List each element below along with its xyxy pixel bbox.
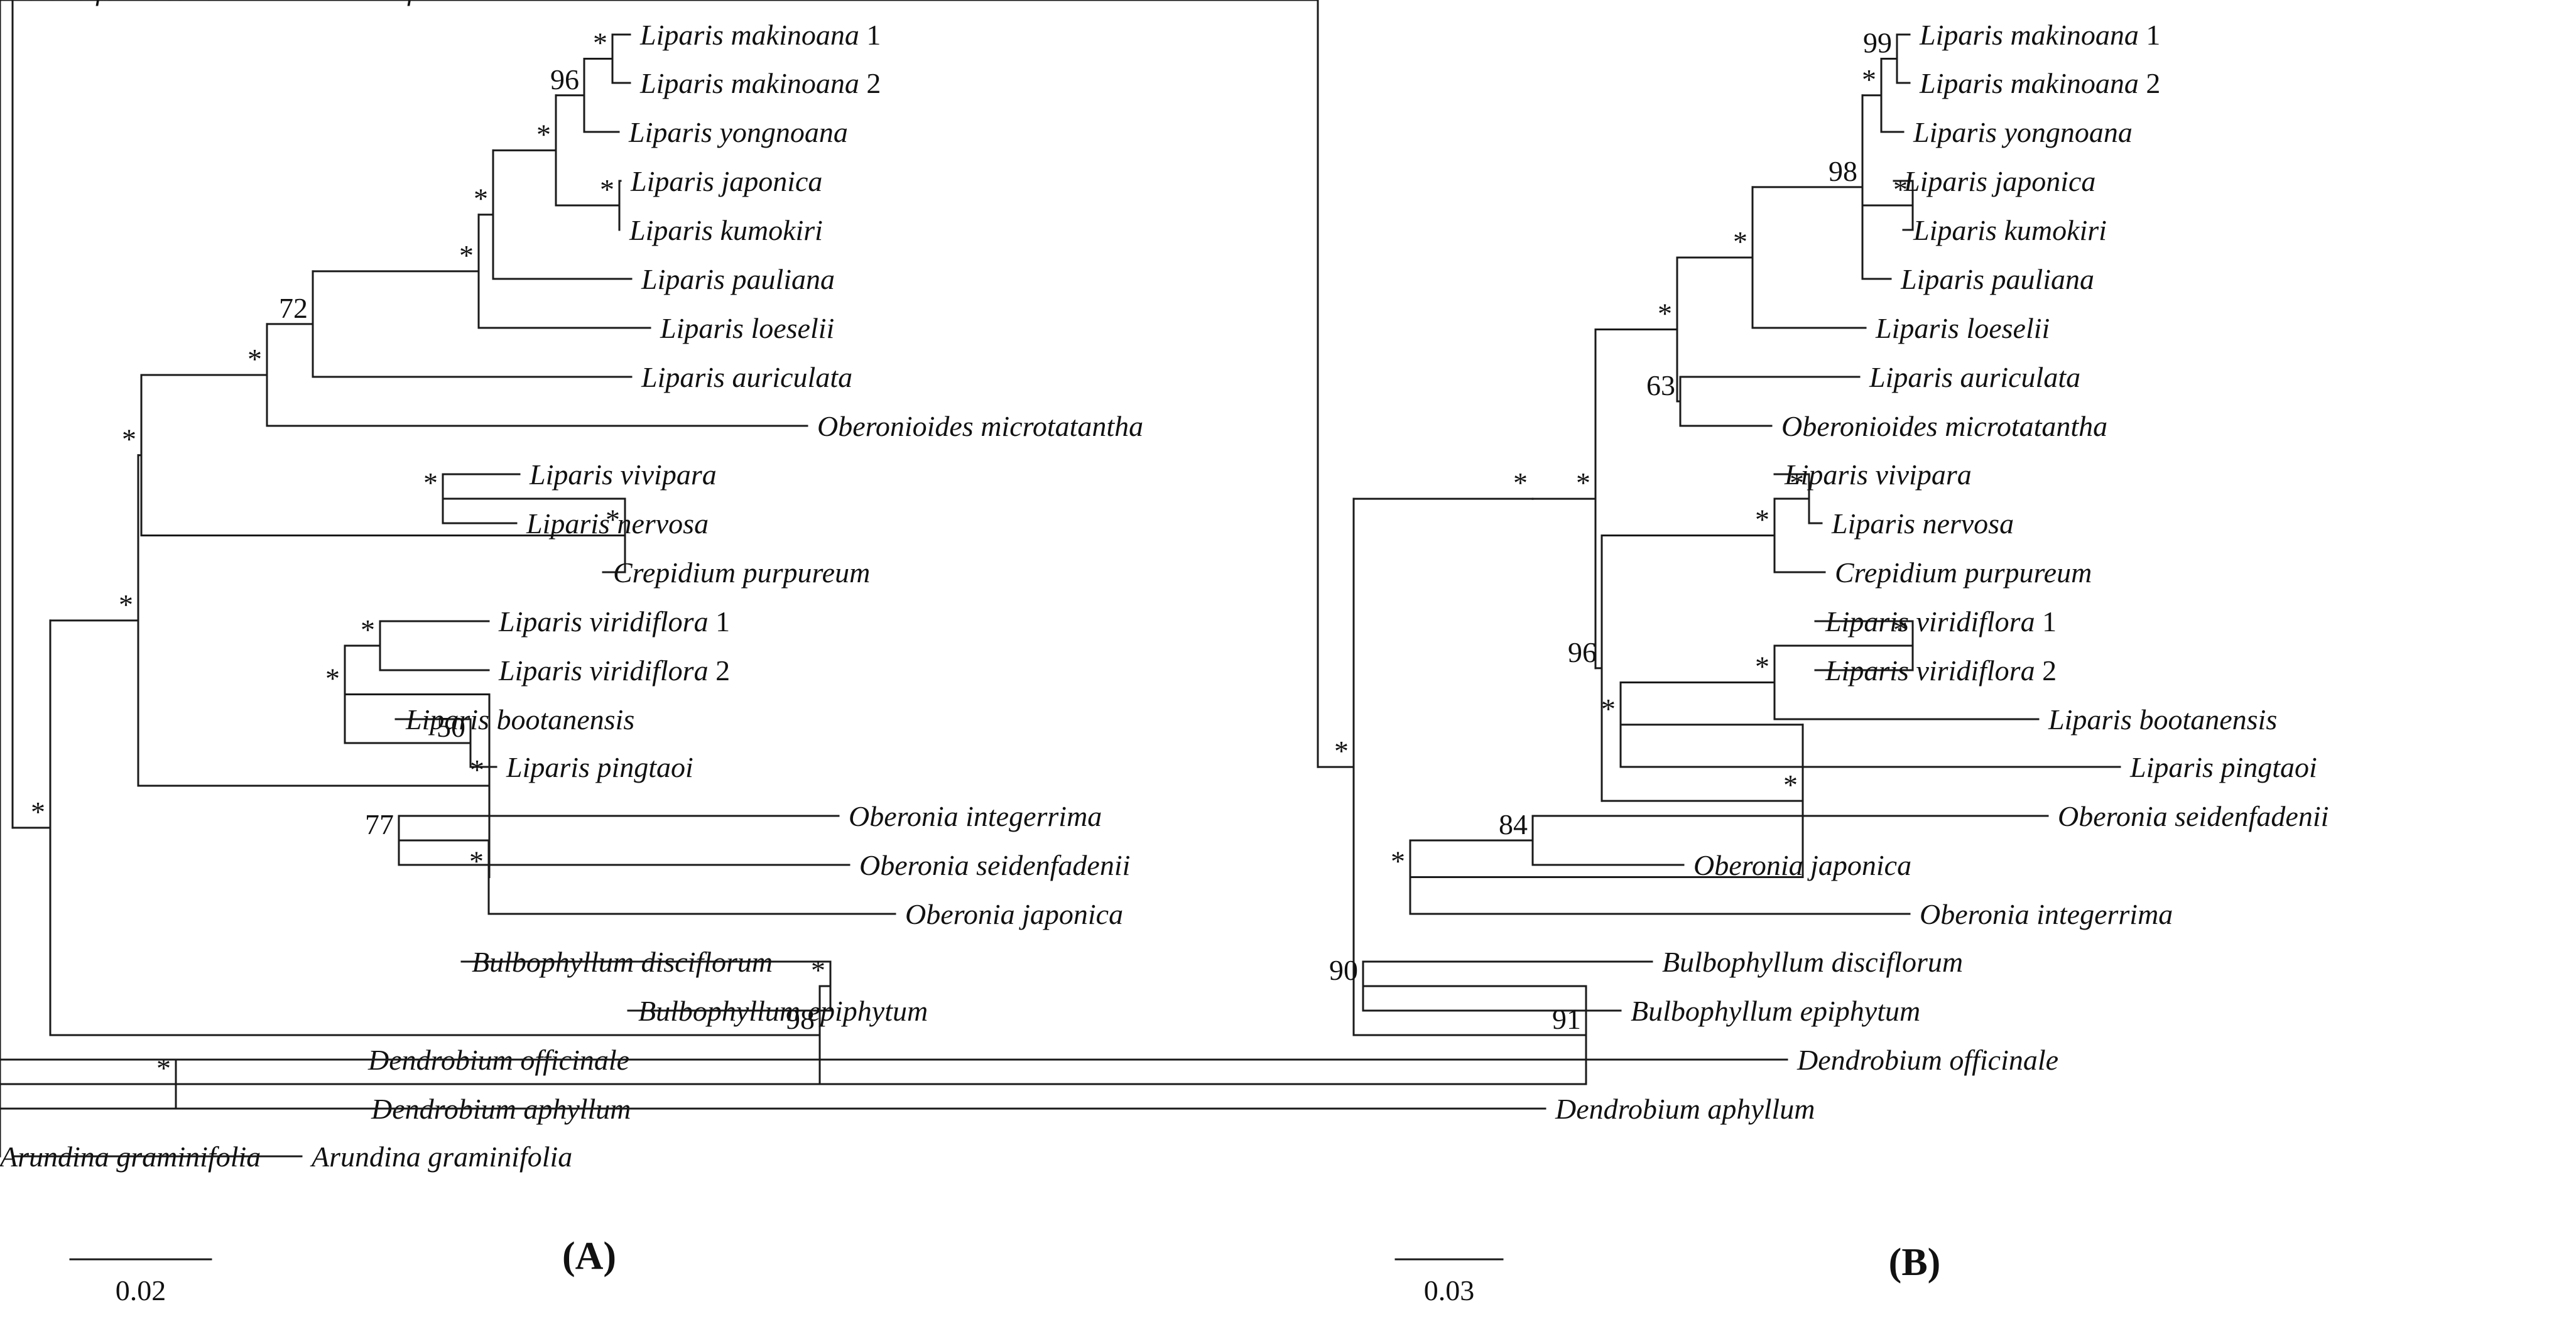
taxon-label-a-25: Pleione formosana [311,0,531,6]
taxon-label-a-20: Bulbophyllum disciflorum [472,946,773,978]
taxon-label-b-15: Liparis bootanensis [2048,703,2277,735]
support-value: * [361,614,375,646]
support-value: * [31,796,45,828]
taxon-label-b-11: Liparis nervosa [1831,508,2014,540]
taxon-label-b-23: Dendrobium aphyllum [1555,1093,1815,1125]
taxon-label-a-13: Liparis viridiflora 1 [498,605,730,638]
support-value: * [1658,297,1672,329]
support-value: 96 [1568,636,1597,668]
support-value: * [1334,735,1349,767]
taxon-label-a-1: Liparis makinoana 1 [639,19,881,51]
taxon-label-b-8: Liparis auriculata [1869,361,2080,393]
taxon-label-a-10: Liparis vivipara [529,459,717,491]
panel-b-tree: Liparis makinoana 1 Liparis makinoana 2 99… [0,0,2329,1173]
support-value: * [1755,651,1769,683]
support-value: 96 [550,63,579,95]
support-value: * [1513,467,1528,499]
taxon-label-b-13: Liparis viridiflora 1 [1825,605,2057,638]
taxon-label-b-19: Oberonia integerrima [1920,898,2173,930]
taxon-label-b-10: Liparis vivipara [1784,459,1972,491]
taxon-label-b-3: Liparis yongnoana [1913,116,2133,148]
support-value: 99 [1863,27,1892,59]
support-value: * [536,118,551,150]
support-value: * [1601,693,1616,725]
taxon-label-b-25: Pleione formosana [0,0,219,6]
panel-a-scale-label: 0.02 [116,1274,166,1306]
taxon-label-a-17: Oberonia integerrima [849,800,1102,832]
taxon-label-b-12: Crepidium purpureum [1835,556,2092,589]
taxon-label-b-17: Oberonia seidenfadenii [2058,800,2329,832]
support-value: * [474,183,488,215]
support-value: 63 [1646,369,1675,401]
support-value: 77 [365,808,394,840]
support-value: * [606,504,620,536]
taxon-label-b-7: Liparis loeselii [1875,312,2050,344]
support-value: * [247,343,262,375]
taxon-label-a-5: Liparis kumokiri [629,214,823,246]
support-value: * [459,239,474,271]
taxon-label-a-12: Crepidium purpureum [613,556,870,589]
taxon-label-a-8: Liparis auriculata [641,361,852,393]
taxon-label-a-21: Bulbophyllum epiphytum [638,995,928,1027]
support-value: * [325,663,340,695]
taxon-label-a-6: Liparis pauliana [641,263,835,295]
support-value: * [423,467,438,499]
taxon-label-b-20: Bulbophyllum disciflorum [1662,946,1963,978]
taxon-label-a-11: Liparis nervosa [526,508,709,540]
support-value: * [1862,63,1876,95]
taxon-label-a-14: Liparis viridiflora 2 [498,654,730,687]
taxon-label-b-5: Liparis kumokiri [1913,214,2107,246]
support-value: * [1576,467,1590,499]
support-value: 84 [1499,808,1528,840]
support-value: * [156,1052,171,1084]
taxon-label-a-24: Arundina graminifolia [310,1141,572,1173]
support-value: * [811,954,825,986]
taxon-label-b-18: Oberonia japonica [1693,849,1911,881]
support-value: 72 [279,292,308,324]
taxon-label-b-4: Liparis japonica [1903,165,2095,197]
taxon-label-b-24: Arundina graminifolia [0,1141,261,1173]
support-value: * [1893,173,1908,205]
taxon-label-a-16: Liparis pingtaoi [506,751,693,783]
support-value: * [1790,467,1804,499]
taxon-label-a-19: Oberonia japonica [905,898,1123,930]
taxon-label-a-4: Liparis japonica [630,165,822,197]
panel-b-label: (B) [1889,1241,1941,1284]
support-value: * [1733,225,1747,258]
support-value: * [600,173,614,205]
support-value: * [1783,769,1798,801]
taxon-label-a-3: Liparis yongnoana [628,116,848,148]
panel-a-label: (A) [562,1235,616,1278]
taxon-label-a-9: Oberonioides microtatantha [817,410,1143,442]
support-value: 98 [786,1003,815,1035]
support-value: * [1391,845,1405,877]
taxon-label-b-2: Liparis makinoana 2 [1919,67,2160,99]
taxon-label-b-21: Bulbophyllum epiphytum [1631,995,1920,1027]
support-value: * [119,589,133,621]
taxon-label-a-2: Liparis makinoana 2 [639,67,881,99]
panel-b-scale-label: 0.03 [1424,1274,1475,1306]
taxon-label-b-22: Dendrobium officinale [1796,1044,2058,1076]
taxon-label-a-18: Oberonia seidenfadenii [859,849,1130,881]
support-value: * [469,845,484,877]
taxon-label-a-7: Liparis loeselii [660,312,834,344]
support-value: * [1893,614,1908,646]
support-value: * [593,27,607,59]
taxon-label-b-14: Liparis viridiflora 2 [1825,654,2057,687]
support-value: 98 [1829,155,1857,187]
support-value: 91 [1552,1003,1581,1035]
support-value: * [122,423,136,455]
support-value: 90 [1329,954,1358,986]
taxon-label-b-16: Liparis pingtaoi [2129,751,2317,783]
support-value: 50 [437,711,465,743]
support-value: * [1755,504,1769,536]
taxon-label-a-15: Liparis bootanensis [405,703,634,735]
taxon-label-b-6: Liparis pauliana [1900,263,2094,295]
support-value: * [470,754,484,786]
taxon-label-b-9: Oberonioides microtatantha [1781,410,2107,442]
taxon-label-b-1: Liparis makinoana 1 [1919,19,2160,51]
